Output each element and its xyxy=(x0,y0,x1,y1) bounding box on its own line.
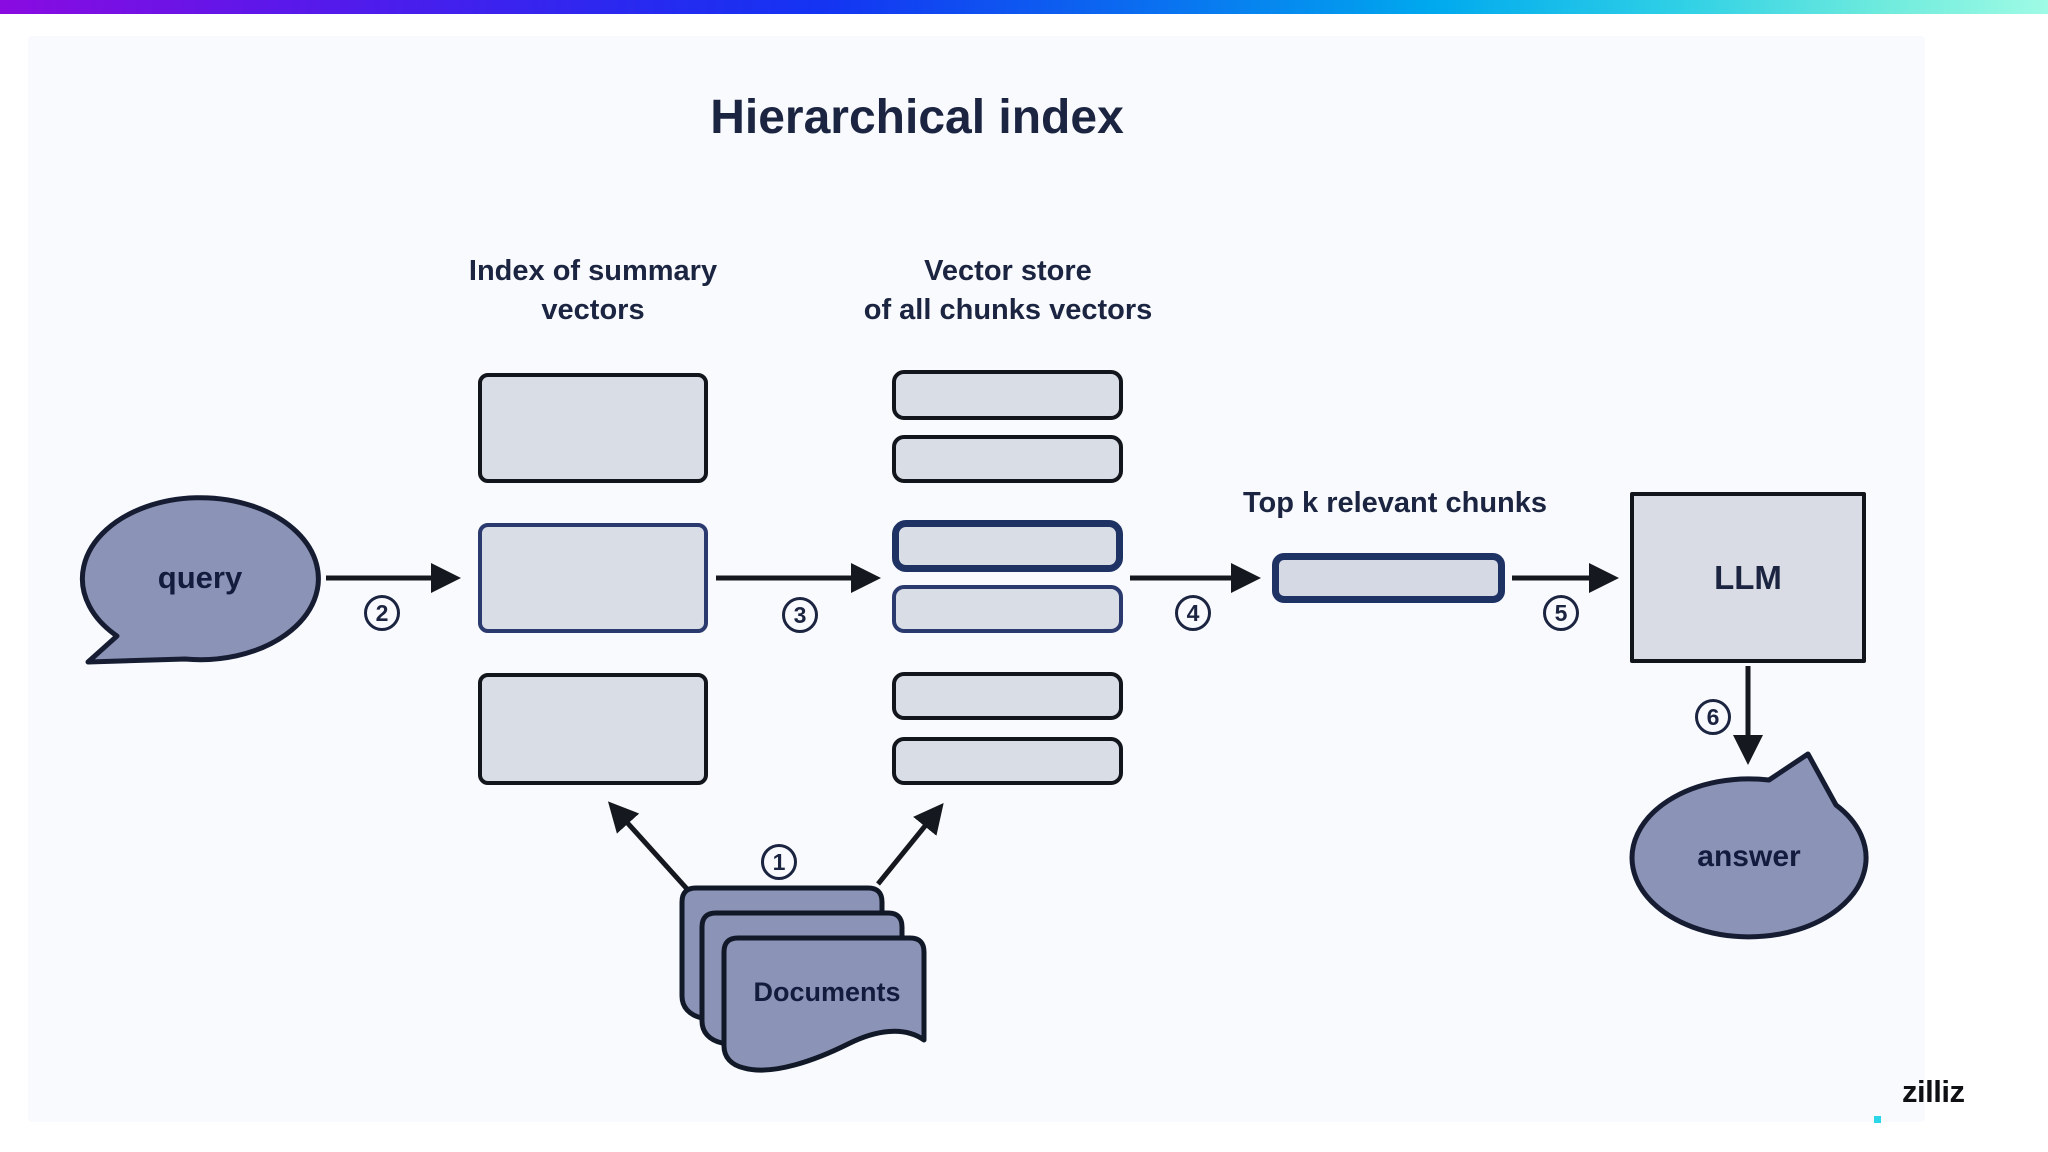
llm-box: LLM xyxy=(1630,492,1866,663)
chunk-bar-1 xyxy=(892,370,1123,420)
summary-vector-box-2-matched xyxy=(478,523,708,633)
summary-vector-box-1 xyxy=(478,373,708,483)
vector-store-header-line2: of all chunks vectors xyxy=(863,294,1153,326)
zilliz-logo: zilliz xyxy=(1902,1074,1965,1109)
step-3-badge: 3 xyxy=(782,597,818,633)
topk-chunk-bar xyxy=(1272,553,1505,603)
documents-label: Documents xyxy=(753,977,901,1007)
chunk-bar-4-selected xyxy=(892,585,1123,633)
zilliz-logo-dot xyxy=(1874,1116,1881,1123)
vector-store-header: Vector store of all chunks vectors xyxy=(848,252,1168,330)
step-2-badge: 2 xyxy=(364,595,400,631)
summary-index-header-line1: Index of summary xyxy=(468,255,718,287)
chunk-bar-5 xyxy=(892,672,1123,720)
chunk-bar-3-selected xyxy=(892,520,1123,572)
diagram-title: Hierarchical index xyxy=(710,91,1124,144)
top-gradient-bar xyxy=(0,0,2048,14)
chunk-bar-6 xyxy=(892,737,1123,785)
answer-label: answer xyxy=(1697,840,1801,873)
summary-index-header-line2: vectors xyxy=(541,294,645,326)
chunk-bar-2 xyxy=(892,435,1123,483)
query-label: query xyxy=(157,560,243,595)
llm-label: LLM xyxy=(1714,558,1782,596)
summary-index-header: Index of summary vectors xyxy=(433,252,753,330)
step-5-badge: 5 xyxy=(1543,595,1579,631)
topk-header: Top k relevant chunks xyxy=(1242,487,1548,519)
vector-store-header-line1: Vector store xyxy=(924,255,1092,287)
step-6-badge: 6 xyxy=(1695,699,1731,735)
step-1-badge: 1 xyxy=(761,844,797,880)
summary-vector-box-3 xyxy=(478,673,708,785)
step-4-badge: 4 xyxy=(1175,595,1211,631)
